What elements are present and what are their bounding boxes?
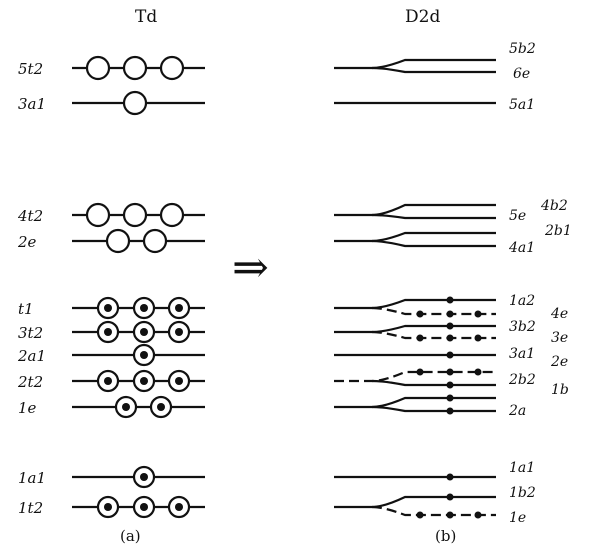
td-label-5t2: 5t2 (18, 60, 43, 78)
caption-b: (b) (435, 527, 456, 545)
d2d-label-2a: 2a (508, 403, 526, 419)
d2d-label-5b2: 5b2 (509, 41, 536, 57)
td-panel (72, 66, 205, 509)
d2d-label-5e: 5e (509, 208, 526, 224)
orbital-empty (85, 202, 111, 228)
orbital-empty (122, 202, 148, 228)
orbital-empty (122, 55, 148, 81)
d2d-split-1t2-lower (371, 505, 496, 517)
d2d-header: D2d (405, 7, 440, 27)
d2d-split-t1-upper (334, 298, 496, 310)
d2d-split-2e-upper (334, 231, 496, 243)
orbital-empty (142, 228, 168, 254)
d2d-split-2t2-upper (334, 370, 496, 383)
d2d-label-6e: 6e (513, 66, 530, 82)
d2d-split-3t2-upper (334, 324, 496, 334)
td-label-4t2: 4t2 (17, 207, 43, 225)
d2d-split-5t2-upper (334, 58, 496, 70)
d2d-label-4b2: 4b2 (540, 198, 568, 214)
d2d-label-1e: 1e (509, 510, 526, 526)
td-header: Td (135, 7, 157, 27)
d2d-label-5a1: 5a1 (509, 97, 535, 113)
d2d-split-2e-lower (371, 239, 496, 248)
d2d-split-1t2-upper (334, 495, 496, 509)
d2d-label-1b2: 1b2 (509, 485, 536, 501)
td-label-3a1: 3a1 (18, 95, 46, 113)
d2d-split-t1-lower (371, 306, 496, 316)
orbital-empty (122, 90, 148, 116)
d2d-split-2t2-lower (371, 379, 496, 387)
td-label-2e: 2e (17, 233, 37, 251)
d2d-label-4a1: 4a1 (508, 240, 535, 256)
d2d-electron-dots (416, 296, 482, 519)
d2d-label-4e: 4e (550, 306, 568, 322)
d2d-label-3e: 3e (551, 330, 568, 346)
d2d-split-3t2-lower (371, 330, 496, 340)
td-label-2t2: 2t2 (17, 373, 43, 391)
td-label-t1: t1 (18, 300, 34, 318)
d2d-split-4t2-lower (371, 213, 496, 220)
td-label-2a1: 2a1 (17, 347, 46, 365)
correlation-arrow: ⇒ (232, 242, 269, 293)
orbital-empty (159, 202, 185, 228)
d2d-split-1e-upper (334, 396, 496, 409)
d2d-label-1a1: 1a1 (509, 460, 535, 476)
d2d-label-3a1: 3a1 (509, 346, 535, 362)
d2d-label-2b2: 2b2 (508, 372, 536, 388)
td-label-1a1: 1a1 (18, 469, 46, 487)
td-electron-dots (104, 304, 183, 511)
d2d-label-1b: 1b (551, 382, 569, 398)
d2d-label-2e: 2e (550, 354, 568, 370)
td-empty-orbitals (85, 55, 185, 254)
d2d-panel (334, 58, 496, 517)
d2d-split-1e-lower (371, 405, 496, 413)
td-label-1e: 1e (18, 399, 37, 417)
d2d-split-5t2-lower (371, 66, 496, 74)
d2d-label-1a2: 1a2 (509, 293, 535, 309)
d2d-label-2b1: 2b1 (544, 223, 572, 239)
d2d-split-4t2-upper (334, 203, 496, 217)
td-label-3t2: 3t2 (18, 324, 43, 342)
caption-a: (a) (120, 527, 141, 545)
orbital-empty (159, 55, 185, 81)
d2d-label-3b2: 3b2 (509, 319, 536, 335)
orbital-empty (85, 55, 111, 81)
orbital-empty (105, 228, 131, 254)
td-label-1t2: 1t2 (18, 499, 43, 517)
